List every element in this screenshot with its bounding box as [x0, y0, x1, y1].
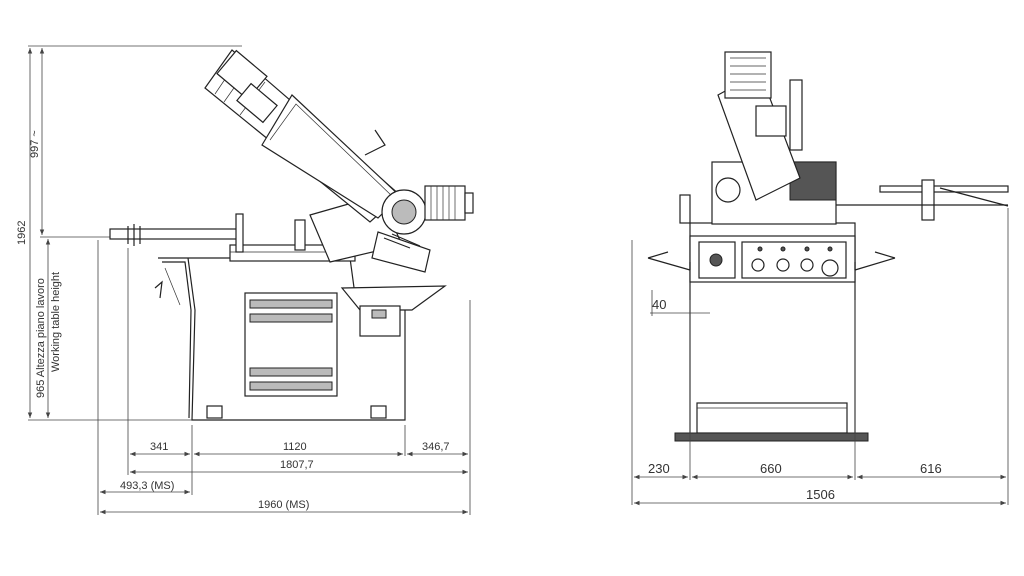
dim-1807-7: 1807,7 [280, 459, 314, 471]
side-view: 1962 997 ~ 965 Altezza piano lavoro Work… [16, 45, 474, 515]
dim-table-height-en: Working table height [50, 272, 62, 372]
front-view: 40 230 660 616 1506 [631, 51, 1009, 506]
height-dimensions: 1962 997 ~ 965 Altezza piano lavoro Work… [16, 45, 242, 421]
dim-1120: 1120 [283, 441, 307, 453]
dim-table-height-it: 965 Altezza piano lavoro [35, 278, 47, 398]
dim-341: 341 [150, 441, 168, 453]
dim-230: 230 [648, 461, 670, 476]
dim-616: 616 [920, 461, 942, 476]
dim-660: 660 [760, 461, 782, 476]
dim-upper-height: 997 ~ [29, 130, 41, 158]
front-machine-body [647, 51, 1009, 442]
dim-493-3: 493,3 (MS) [120, 480, 174, 492]
width-dimensions: 341 1120 346,7 1807,7 493,3 (MS) 1960 (M… [97, 240, 471, 515]
dim-40: 40 [652, 297, 666, 312]
side-vent-grille [249, 299, 333, 391]
dim-346-7: 346,7 [422, 441, 450, 453]
dim-total-height: 1962 [16, 221, 28, 245]
front-dimensions: 40 230 660 616 1506 [631, 208, 1009, 506]
dim-1506: 1506 [806, 487, 835, 502]
dim-1960: 1960 (MS) [258, 499, 309, 511]
side-machine-body [109, 49, 474, 421]
